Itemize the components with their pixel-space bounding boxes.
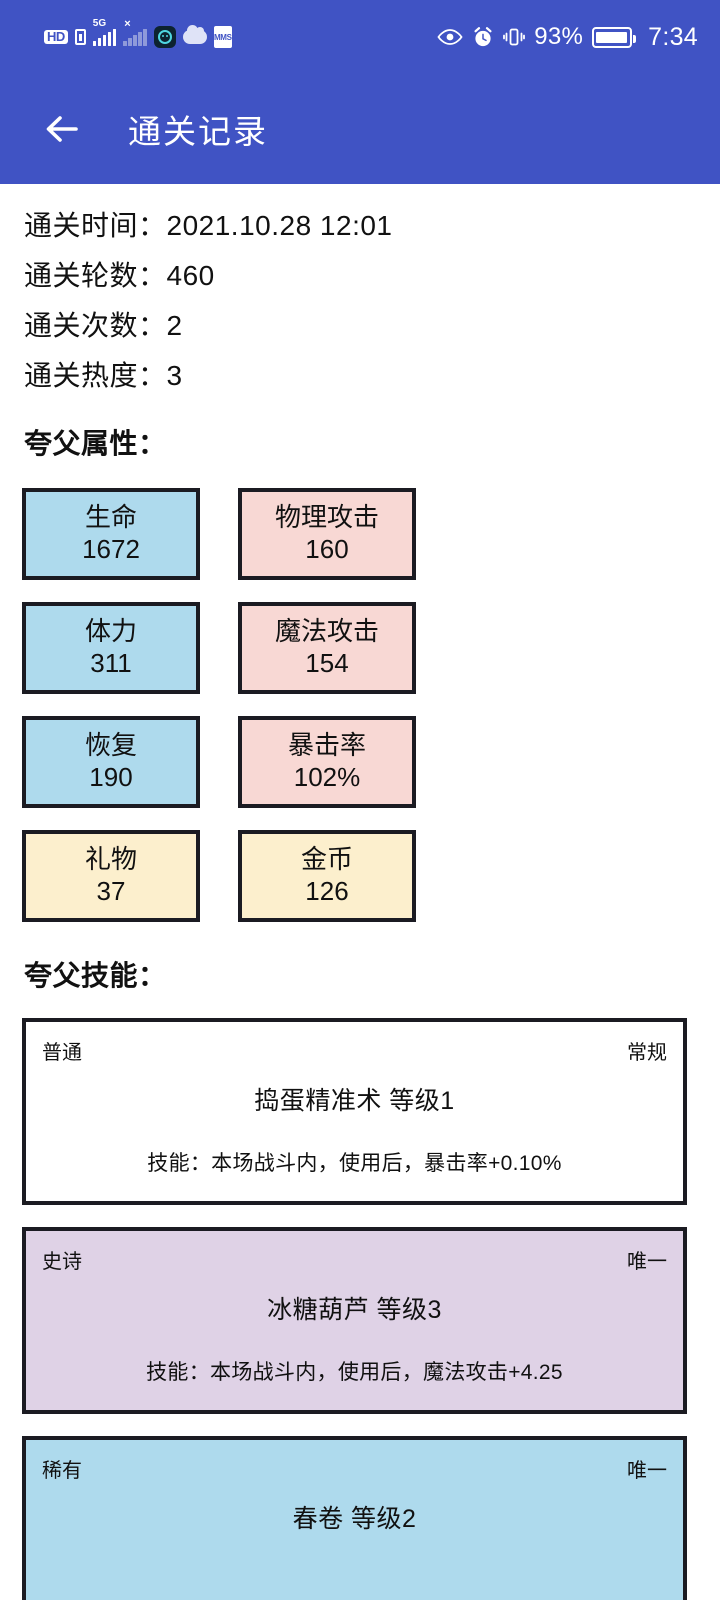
attr-card-hp[interactable]: 生命 1672 bbox=[22, 488, 200, 580]
attr-value: 160 bbox=[305, 534, 349, 564]
attr-card-magic-attack[interactable]: 魔法攻击 154 bbox=[238, 602, 416, 694]
info-value: 2 bbox=[166, 310, 183, 341]
info-row-heat: 通关热度：3 bbox=[22, 340, 698, 390]
hd-icon: HD bbox=[44, 30, 68, 44]
alarm-icon bbox=[472, 26, 494, 48]
info-value: 2021.10.28 12:01 bbox=[166, 210, 393, 241]
skill-name: 春卷 等级2 bbox=[292, 1505, 417, 1533]
network-type-label: 5G bbox=[92, 18, 107, 29]
attr-value: 190 bbox=[89, 762, 133, 792]
skill-description: 技能：本场战斗内，使用后，暴击率+0.10% bbox=[147, 1152, 562, 1175]
attr-name: 体力 bbox=[84, 616, 137, 647]
page-title: 通关记录 bbox=[128, 113, 268, 150]
skill-card[interactable]: 史诗 唯一 冰糖葫芦 等级3 技能：本场战斗内，使用后，魔法攻击+4.25 bbox=[22, 1227, 687, 1414]
skill-tag-label: 唯一 bbox=[627, 1460, 667, 1482]
info-row-rounds: 通关轮数：460 bbox=[22, 240, 698, 290]
status-bar: HD 5G × MMS bbox=[0, 0, 720, 74]
skill-header: 普通 常规 bbox=[42, 1036, 667, 1065]
status-bar-left: HD 5G × MMS bbox=[44, 19, 232, 48]
skills-section-title: 夸父技能： bbox=[24, 960, 167, 991]
no-service-signal-icon: × bbox=[123, 19, 147, 46]
attr-value: 311 bbox=[90, 648, 132, 678]
skill-header: 史诗 唯一 bbox=[42, 1245, 667, 1274]
attr-card-coin[interactable]: 金币 126 bbox=[238, 830, 416, 922]
info-row-times: 通关次数：2 bbox=[22, 290, 698, 340]
no-service-x-icon: × bbox=[124, 18, 131, 30]
skill-card[interactable]: 普通 常规 捣蛋精准术 等级1 技能：本场战斗内，使用后，暴击率+0.10% bbox=[22, 1018, 687, 1205]
attr-value: 126 bbox=[305, 876, 349, 906]
attr-name: 礼物 bbox=[84, 844, 137, 875]
info-value: 460 bbox=[166, 260, 215, 291]
attr-name: 恢复 bbox=[84, 730, 137, 761]
battery-percent-label: 93% bbox=[534, 23, 584, 50]
info-row-pass-time: 通关时间：2021.10.28 12:01 bbox=[22, 184, 698, 240]
skills-list: 普通 常规 捣蛋精准术 等级1 技能：本场战斗内，使用后，暴击率+0.10% 史… bbox=[22, 1018, 698, 1600]
skill-rarity-label: 稀有 bbox=[42, 1460, 82, 1482]
skill-tag-label: 唯一 bbox=[627, 1251, 667, 1273]
attr-value: 154 bbox=[305, 648, 349, 678]
eye-comfort-icon bbox=[437, 28, 463, 46]
attributes-grid: 生命 1672 物理攻击 160 体力 311 魔法攻击 154 恢复 190 … bbox=[22, 488, 698, 922]
skill-header: 稀有 唯一 bbox=[42, 1454, 667, 1483]
page-content: 通关时间：2021.10.28 12:01 通关轮数：460 通关次数：2 通关… bbox=[0, 184, 720, 1600]
attr-value: 37 bbox=[96, 876, 126, 906]
info-label: 通关时间： bbox=[24, 210, 167, 241]
skill-rarity-label: 史诗 bbox=[42, 1251, 82, 1273]
vibrate-icon bbox=[503, 26, 526, 48]
5g-signal-icon: 5G bbox=[92, 19, 117, 46]
skill-tag-label: 常规 bbox=[627, 1042, 667, 1064]
cloud-icon bbox=[182, 25, 207, 44]
status-bar-clock: 7:34 bbox=[648, 22, 698, 51]
attr-name: 物理攻击 bbox=[274, 502, 379, 533]
skill-name: 捣蛋精准术 等级1 bbox=[254, 1087, 455, 1115]
back-arrow-icon[interactable] bbox=[40, 107, 84, 151]
sim-icon bbox=[74, 29, 86, 45]
skill-rarity-label: 普通 bbox=[42, 1042, 82, 1064]
info-label: 通关次数： bbox=[24, 310, 167, 341]
attr-name: 暴击率 bbox=[287, 730, 366, 761]
skill-name: 冰糖葫芦 等级3 bbox=[267, 1296, 442, 1324]
attr-card-crit-rate[interactable]: 暴击率 102% bbox=[238, 716, 416, 808]
status-bar-right: 93% 7:34 bbox=[437, 23, 698, 52]
battery-icon bbox=[592, 26, 637, 48]
app-icon bbox=[153, 26, 176, 48]
attr-name: 魔法攻击 bbox=[274, 616, 379, 647]
skill-card[interactable]: 稀有 唯一 春卷 等级2 bbox=[22, 1436, 687, 1600]
mms-icon: MMS bbox=[213, 26, 232, 48]
attr-name: 金币 bbox=[300, 844, 353, 875]
info-label: 通关热度： bbox=[24, 360, 167, 391]
attr-card-gift[interactable]: 礼物 37 bbox=[22, 830, 200, 922]
info-list: 通关时间：2021.10.28 12:01 通关轮数：460 通关次数：2 通关… bbox=[22, 184, 698, 390]
attributes-section-title: 夸父属性： bbox=[24, 428, 167, 459]
attr-card-recovery[interactable]: 恢复 190 bbox=[22, 716, 200, 808]
attr-card-stamina[interactable]: 体力 311 bbox=[22, 602, 200, 694]
attr-value: 102% bbox=[293, 762, 361, 792]
app-bar: 通关记录 bbox=[0, 74, 720, 184]
attr-name: 生命 bbox=[84, 502, 137, 533]
attr-value: 1672 bbox=[82, 534, 140, 564]
info-value: 3 bbox=[166, 360, 183, 391]
skill-description: 技能：本场战斗内，使用后，魔法攻击+4.25 bbox=[146, 1361, 563, 1384]
attr-card-physical-attack[interactable]: 物理攻击 160 bbox=[238, 488, 416, 580]
info-label: 通关轮数： bbox=[24, 260, 167, 291]
